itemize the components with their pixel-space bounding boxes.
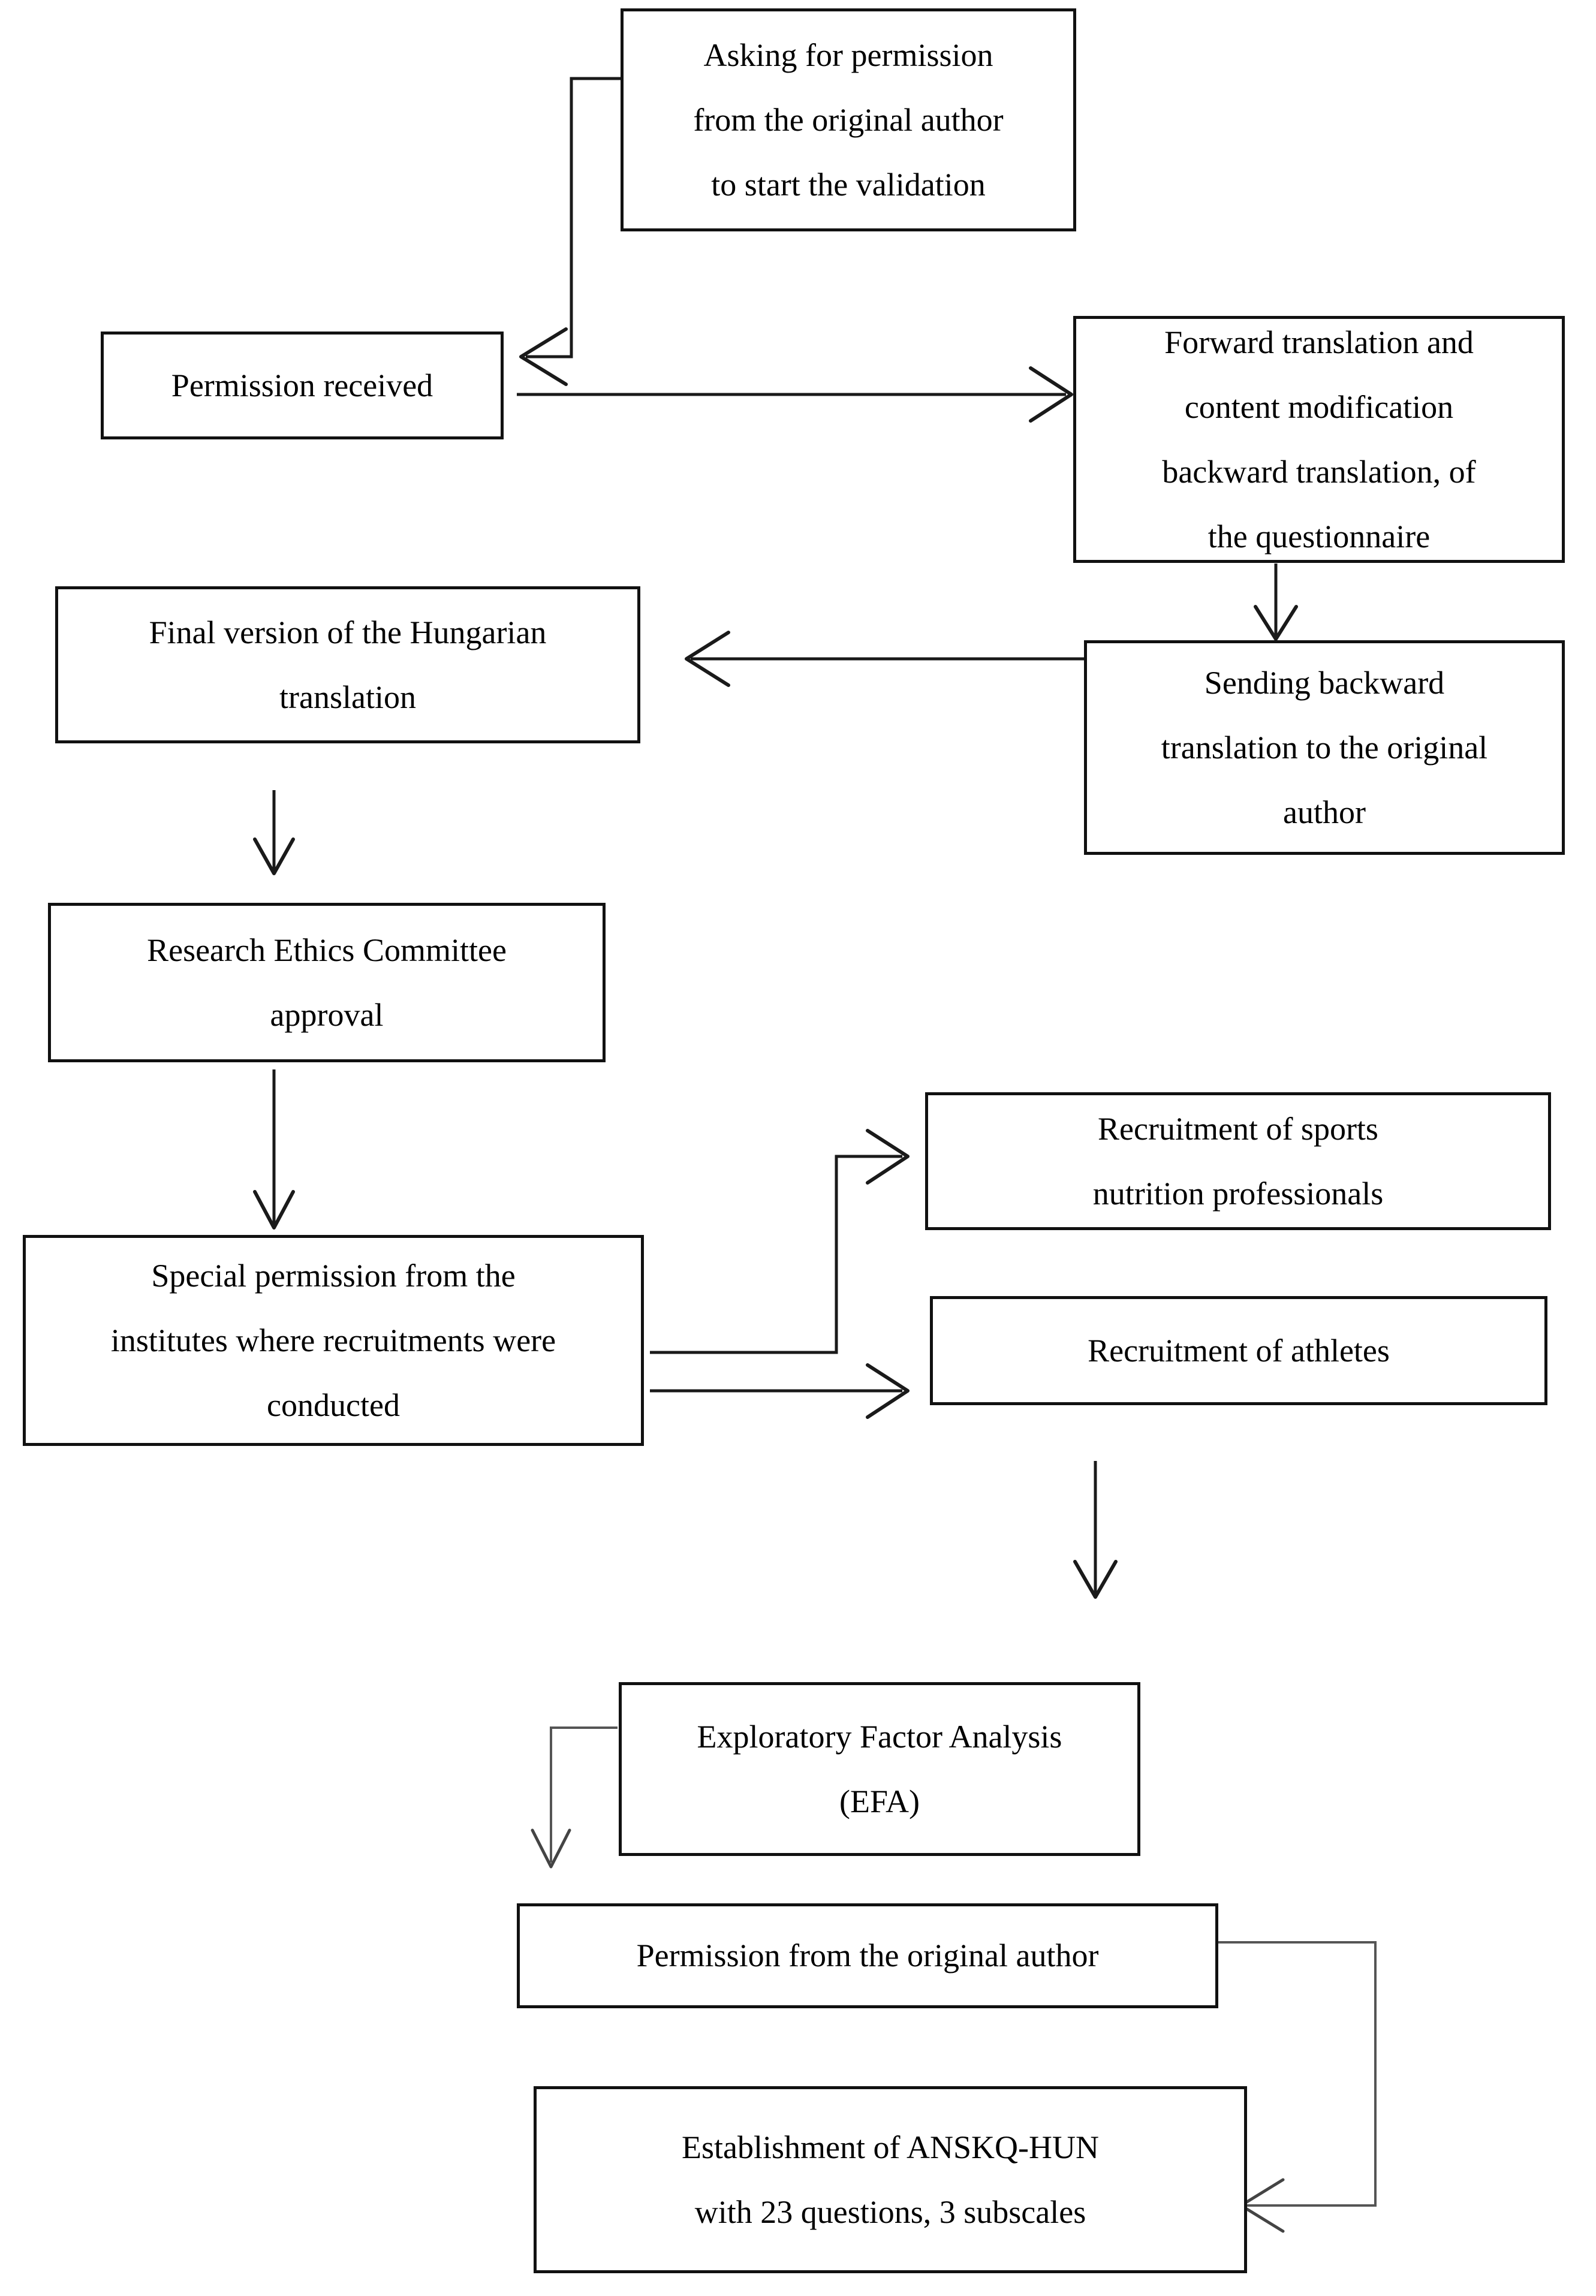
node-ask-permission-label: Asking for permission from the original … <box>624 23 1073 217</box>
node-special-permission[interactable]: Special permission from the institutes w… <box>23 1235 644 1446</box>
text-line: to start the validation <box>711 167 986 203</box>
node-author-permission-label: Permission from the original author <box>636 1938 1099 1974</box>
node-ethics-approval[interactable]: Research Ethics Committee approval <box>48 903 606 1062</box>
text-line: author <box>1283 794 1366 830</box>
text-line: content modification <box>1184 389 1454 425</box>
text-line: Special permission from the <box>151 1258 516 1294</box>
text-line: Forward translation and <box>1164 324 1474 360</box>
edge-special-permission-to-recruit-professionals <box>650 1129 910 1354</box>
text-line: nutrition professionals <box>1092 1176 1384 1212</box>
node-final-version-label: Final version of the Hungarian translati… <box>58 600 637 730</box>
text-line: Recruitment of sports <box>1098 1111 1378 1147</box>
edge-efa-to-author-permission <box>531 1726 618 1869</box>
node-efa[interactable]: Exploratory Factor Analysis (EFA) <box>619 1682 1140 1856</box>
text-line: Asking for permission <box>703 37 993 73</box>
node-permission-received[interactable]: Permission received <box>101 332 504 439</box>
node-ask-permission[interactable]: Asking for permission from the original … <box>621 8 1076 231</box>
node-sending-backward[interactable]: Sending backward translation to the orig… <box>1084 640 1565 855</box>
text-line: Sending backward <box>1204 665 1445 701</box>
text-line: (EFA) <box>839 1783 920 1819</box>
node-final-version[interactable]: Final version of the Hungarian translati… <box>55 586 640 743</box>
node-sending-backward-label: Sending backward translation to the orig… <box>1087 650 1562 845</box>
text-line: with 23 questions, 3 subscales <box>694 2194 1086 2230</box>
node-recruit-professionals-label: Recruitment of sports nutrition professi… <box>928 1096 1548 1226</box>
node-recruit-professionals[interactable]: Recruitment of sports nutrition professi… <box>925 1092 1551 1230</box>
edge-recruit-athletes-to-efa <box>1073 1461 1118 1599</box>
edge-permission-received-to-forward-translation <box>517 366 1073 423</box>
text-line: Exploratory Factor Analysis <box>697 1719 1062 1755</box>
edge-ethics-approval-to-special-permission <box>253 1069 295 1230</box>
text-line: conducted <box>267 1387 400 1423</box>
node-permission-received-label: Permission received <box>171 367 433 403</box>
text-line: approval <box>270 997 384 1033</box>
edge-forward-translation-to-sending-backward <box>1254 564 1298 641</box>
text-line: translation to the original <box>1161 730 1488 766</box>
text-line: Research Ethics Committee <box>147 932 507 968</box>
node-recruit-athletes[interactable]: Recruitment of athletes <box>930 1296 1547 1405</box>
node-anskq-hun[interactable]: Establishment of ANSKQ-HUN with 23 quest… <box>534 2086 1247 2273</box>
node-forward-translation-label: Forward translation and content modifica… <box>1076 310 1562 569</box>
text-line: institutes where recruitments were <box>110 1322 556 1358</box>
edge-ask-permission-to-permission-received <box>519 77 621 386</box>
node-forward-translation[interactable]: Forward translation and content modifica… <box>1073 316 1565 563</box>
text-line: translation <box>279 679 416 715</box>
edge-special-permission-to-recruit-athletes <box>650 1363 910 1419</box>
text-line: the questionnaire <box>1207 519 1431 555</box>
edge-sending-backward-to-final-version <box>685 631 1084 687</box>
node-ethics-approval-label: Research Ethics Committee approval <box>51 918 603 1047</box>
text-line: backward translation, of <box>1162 454 1476 490</box>
text-line: from the original author <box>693 102 1004 138</box>
text-line: Establishment of ANSKQ-HUN <box>682 2129 1099 2165</box>
edge-final-version-to-ethics-approval <box>253 790 295 875</box>
node-recruit-athletes-label: Recruitment of athletes <box>1088 1332 1390 1369</box>
text-line: Final version of the Hungarian <box>149 614 547 650</box>
node-anskq-hun-label: Establishment of ANSKQ-HUN with 23 quest… <box>537 2131 1244 2228</box>
node-author-permission[interactable]: Permission from the original author <box>517 1903 1218 2008</box>
node-special-permission-label: Special permission from the institutes w… <box>26 1243 641 1438</box>
node-efa-label: Exploratory Factor Analysis (EFA) <box>622 1704 1137 1834</box>
